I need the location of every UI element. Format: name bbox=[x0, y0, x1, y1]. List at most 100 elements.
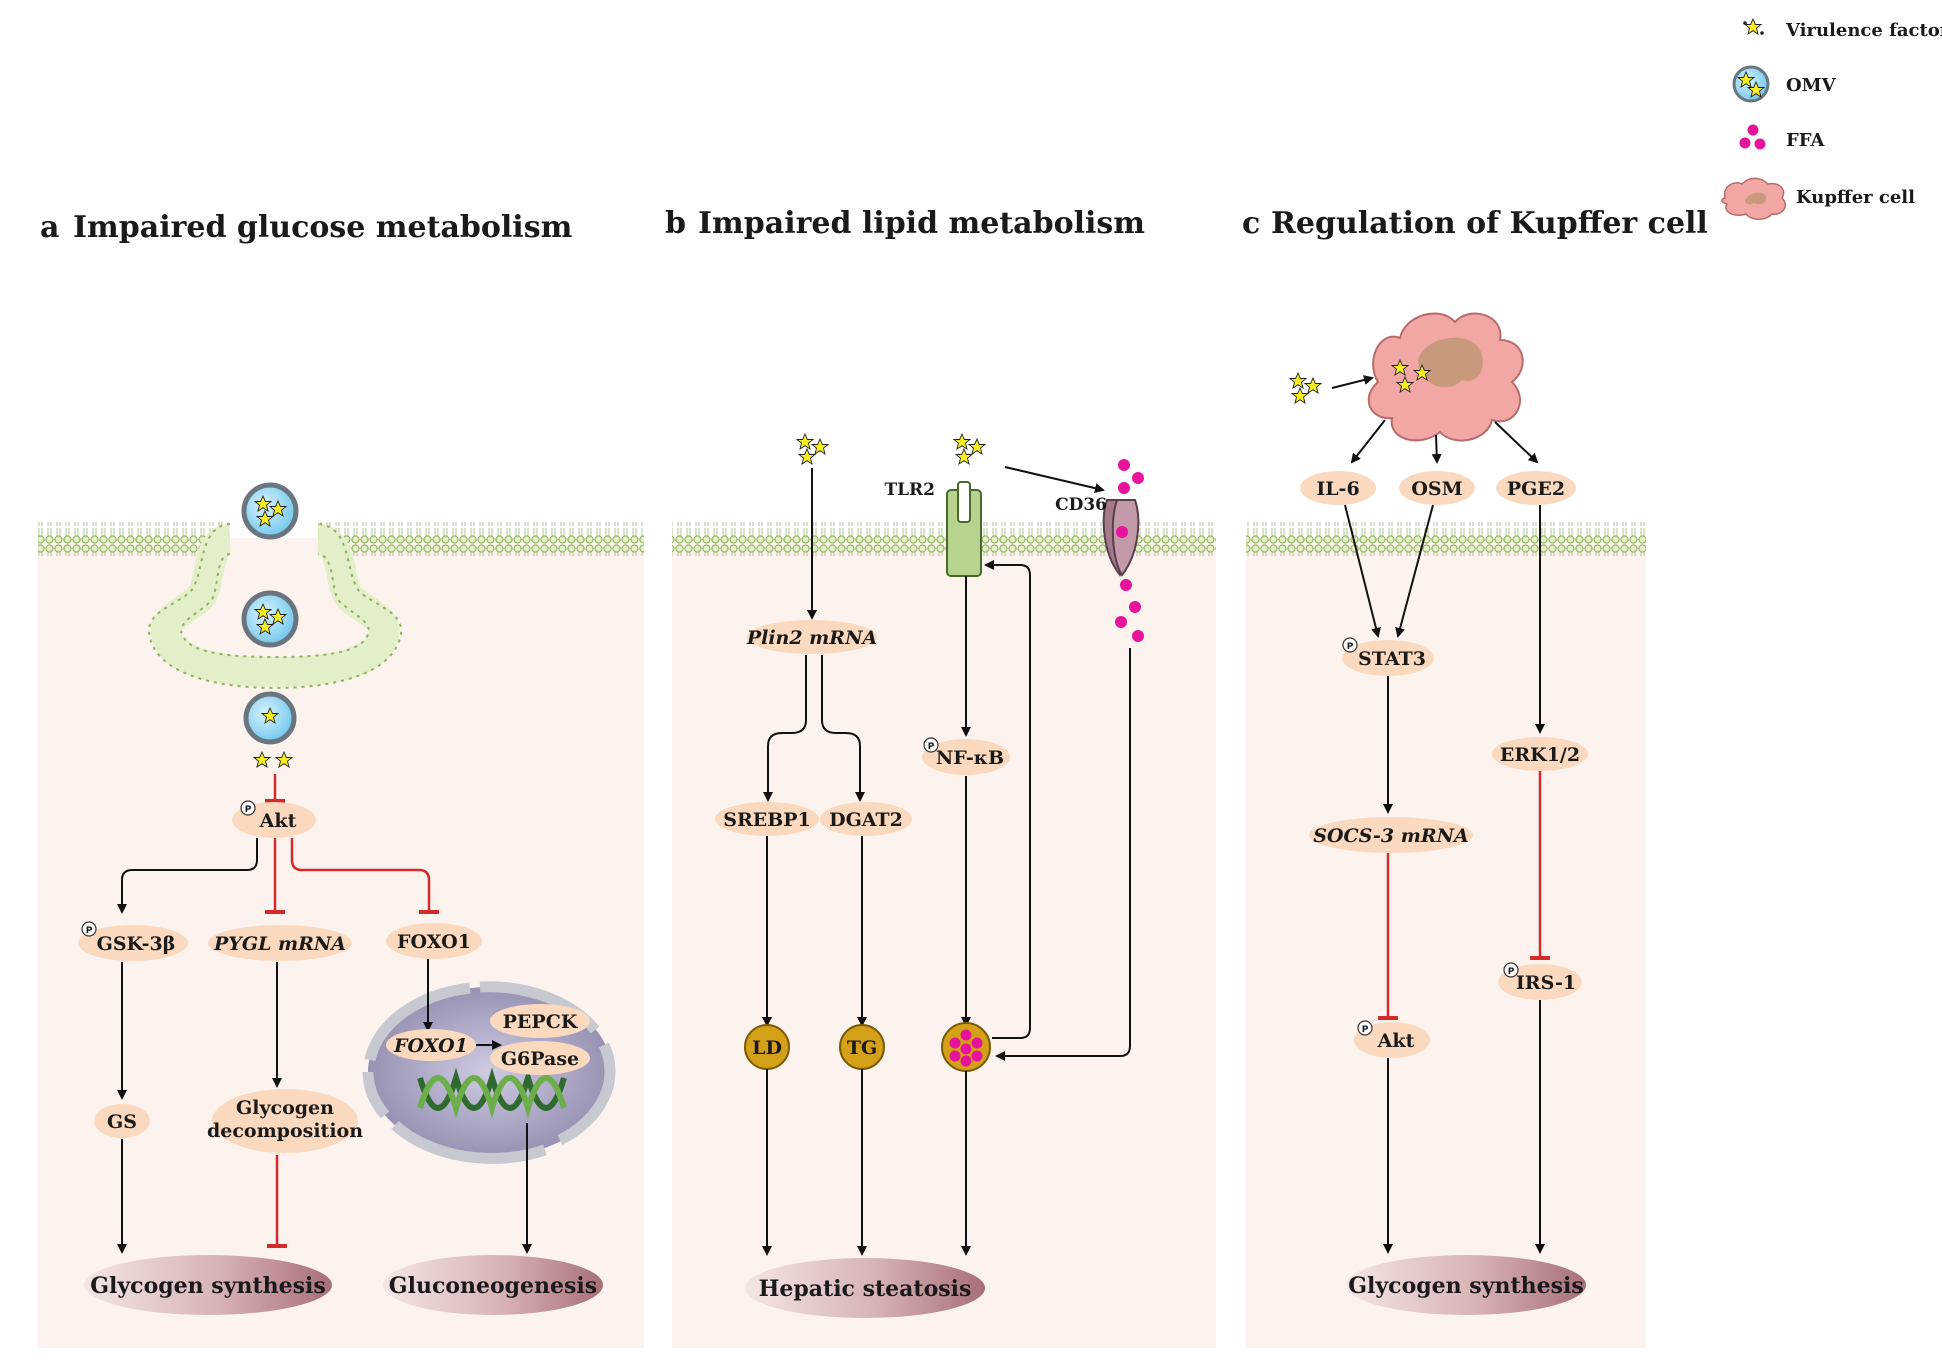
panel-b-plin2-node: Plin2 mRNA bbox=[746, 620, 877, 654]
panel-a-g6pase-node: G6Pase bbox=[490, 1041, 590, 1075]
svg-text:Plin2 mRNA: Plin2 mRNA bbox=[746, 627, 877, 649]
panel-b-outcome-hepatic-steatosis: Hepatic steatosis bbox=[745, 1258, 985, 1318]
svg-text:IL-6: IL-6 bbox=[1316, 478, 1359, 500]
svg-text:DGAT2: DGAT2 bbox=[829, 809, 903, 831]
panel-a-omv-released bbox=[243, 691, 297, 745]
svg-text:SOCS-3 mRNA: SOCS-3 mRNA bbox=[1313, 825, 1469, 847]
panel-b-nfkb-node: NF-κB bbox=[922, 737, 1010, 775]
panel-b-cd36-label: CD36 bbox=[1055, 495, 1107, 515]
panel-a-membrane bbox=[38, 522, 644, 690]
panel-c-osm-node: OSM bbox=[1399, 471, 1475, 505]
legend: Virulence factor OMV FFA Kupffer cell bbox=[1721, 18, 1942, 220]
panel-b-arrow-plin2-srebp1 bbox=[763, 655, 807, 802]
panel-b-ffa-inside bbox=[1115, 526, 1144, 642]
panel-a-glycogen-decomposition-node: Glycogen decomposition bbox=[207, 1089, 363, 1153]
legend-ffa-icon bbox=[1739, 124, 1766, 150]
panel-c-arrow-osm-stat3 bbox=[1395, 504, 1434, 638]
panel-a-foxo1-node: FOXO1 bbox=[386, 923, 482, 959]
svg-text:IRS-1: IRS-1 bbox=[1516, 972, 1576, 994]
svg-text:Gluconeogenesis: Gluconeogenesis bbox=[389, 1273, 597, 1299]
panel-b-arrow-droplet-tlr2-feedback bbox=[984, 560, 1031, 1039]
svg-text:Glycogen synthesis: Glycogen synthesis bbox=[90, 1273, 325, 1299]
panel-c-arrow-vf-kupffer bbox=[1331, 375, 1374, 389]
svg-text:Hepatic steatosis: Hepatic steatosis bbox=[759, 1276, 972, 1302]
panel-b-arrow-vf-cd36 bbox=[1004, 466, 1105, 494]
svg-text:PYGL mRNA: PYGL mRNA bbox=[213, 933, 346, 955]
legend-virulence-factor-icon bbox=[1743, 18, 1764, 35]
tlr2-receptor-icon bbox=[946, 481, 982, 577]
panel-c-pge2-node: PGE2 bbox=[1496, 471, 1576, 505]
panel-c-erk-node: ERK1/2 bbox=[1492, 737, 1588, 771]
svg-text:Glycogen: Glycogen bbox=[236, 1097, 334, 1119]
panel-b-tg-node: TG bbox=[839, 1024, 885, 1070]
panel-c-arrow-kupffer-il6 bbox=[1350, 419, 1386, 464]
panel-b-lipid-droplet-icon bbox=[941, 1022, 991, 1072]
cd36-receptor-icon bbox=[1102, 499, 1140, 577]
panel-c-arrow-kupffer-pge2 bbox=[1494, 421, 1539, 464]
panel-b: b Impaired lipid metabolism TLR2 CD36 bbox=[665, 206, 1216, 1348]
svg-text:Glycogen synthesis: Glycogen synthesis bbox=[1348, 1273, 1583, 1299]
svg-text:FOXO1: FOXO1 bbox=[397, 931, 471, 953]
svg-text:SREBP1: SREBP1 bbox=[723, 809, 811, 831]
panel-a-gs-node: GS bbox=[94, 1104, 150, 1138]
svg-text:TG: TG bbox=[847, 1037, 877, 1059]
panel-b-ffa-outside bbox=[1118, 459, 1144, 494]
svg-text:Akt: Akt bbox=[1377, 1030, 1415, 1052]
panel-c-irs1-node: IRS-1 bbox=[1498, 962, 1582, 1000]
panel-b-tlr2-label: TLR2 bbox=[884, 480, 935, 500]
panel-b-virulence-factor-right bbox=[954, 434, 985, 464]
legend-ffa-label: FFA bbox=[1786, 130, 1826, 151]
panel-c-outcome-glycogen-synthesis: Glycogen synthesis bbox=[1346, 1255, 1586, 1315]
panel-b-dgat2-node: DGAT2 bbox=[820, 802, 912, 836]
legend-kupffer-cell-label: Kupffer cell bbox=[1796, 187, 1915, 208]
panel-c-stat3-node: STAT3 bbox=[1342, 637, 1434, 676]
svg-text:Akt: Akt bbox=[259, 810, 297, 832]
panel-a-pepck-node: PEPCK bbox=[490, 1004, 590, 1038]
svg-text:decomposition: decomposition bbox=[207, 1120, 363, 1142]
panel-a-outcome-gluconeogenesis: Gluconeogenesis bbox=[383, 1255, 603, 1315]
panel-c-virulence-factor-outside bbox=[1290, 373, 1321, 403]
svg-text:FOXO1: FOXO1 bbox=[393, 1035, 468, 1057]
panel-a-omv-vesicle bbox=[241, 590, 299, 648]
panel-c-socs3-node: SOCS-3 mRNA bbox=[1309, 817, 1473, 853]
panel-c-membrane bbox=[1246, 522, 1646, 556]
dna-icon bbox=[417, 1067, 567, 1119]
panel-b-cytoplasm bbox=[672, 538, 1216, 1348]
legend-kupffer-cell-icon bbox=[1721, 177, 1786, 220]
panel-c-arrow-il6-stat3 bbox=[1344, 504, 1381, 638]
panel-c-cytoplasm bbox=[1246, 538, 1646, 1348]
panel-c: c Regulation of Kupffer cell IL-6 OSM bbox=[1242, 206, 1708, 1348]
panel-a-omv-outside bbox=[241, 482, 299, 540]
svg-text:NF-κB: NF-κB bbox=[936, 747, 1004, 769]
svg-text:G6Pase: G6Pase bbox=[501, 1048, 579, 1070]
panel-c-akt-node: Akt bbox=[1354, 1020, 1430, 1058]
panel-b-letter: b bbox=[665, 206, 686, 241]
svg-text:PEPCK: PEPCK bbox=[503, 1011, 579, 1033]
panel-b-virulence-factor-left bbox=[797, 434, 828, 464]
panel-a-pygl-node: PYGL mRNA bbox=[208, 925, 352, 961]
panel-a-inhibit-foxo1 bbox=[290, 838, 439, 914]
panel-c-letter: c bbox=[1242, 206, 1260, 241]
svg-text:OSM: OSM bbox=[1411, 478, 1462, 500]
legend-virulence-factor-label: Virulence factor bbox=[1785, 20, 1942, 41]
svg-text:STAT3: STAT3 bbox=[1358, 648, 1426, 670]
svg-text:LD: LD bbox=[752, 1037, 782, 1059]
legend-omv-icon bbox=[1732, 65, 1770, 103]
panel-a-gsk3b-node: GSK-3β bbox=[78, 921, 188, 961]
svg-text:GSK-3β: GSK-3β bbox=[97, 933, 176, 955]
panel-a-foxo1-nuclear-node: FOXO1 bbox=[386, 1029, 476, 1061]
panel-a: a Impaired glucose metabolism bbox=[38, 210, 644, 1348]
panel-b-srebp1-node: SREBP1 bbox=[715, 802, 819, 836]
panel-a-title: Impaired glucose metabolism bbox=[73, 210, 573, 245]
panel-b-ld-node: LD bbox=[744, 1024, 790, 1070]
panel-c-arrow-kupffer-osm bbox=[1431, 434, 1442, 464]
panel-a-arrow-akt-gsk3b bbox=[117, 838, 258, 914]
panel-b-arrow-plin2-dgat2 bbox=[821, 655, 865, 802]
panel-c-title: Regulation of Kupffer cell bbox=[1271, 206, 1708, 241]
panel-c-il6-node: IL-6 bbox=[1300, 471, 1376, 505]
svg-text:PGE2: PGE2 bbox=[1507, 478, 1565, 500]
svg-text:ERK1/2: ERK1/2 bbox=[1500, 744, 1580, 766]
panel-a-akt-node: Akt bbox=[232, 800, 316, 838]
legend-omv-label: OMV bbox=[1786, 75, 1837, 96]
